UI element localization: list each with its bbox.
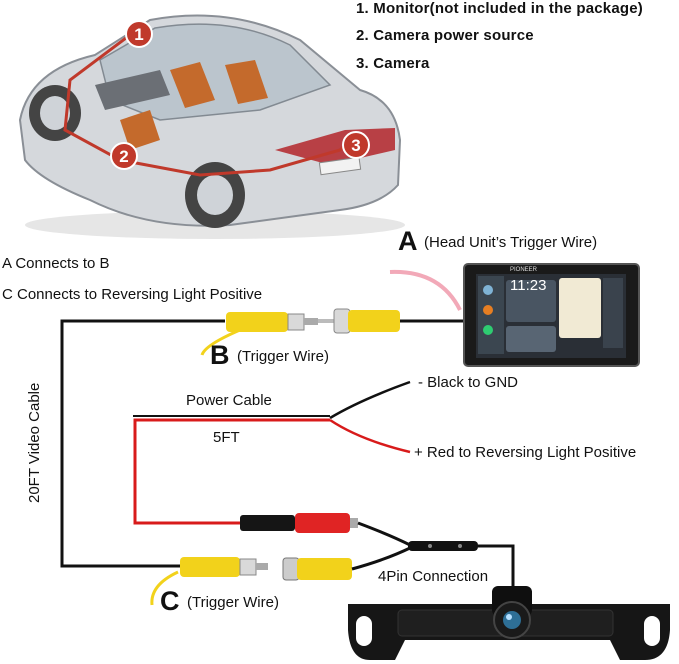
monitor-brand: PIONEER [510, 267, 538, 273]
four-pin-label: 4Pin Connection [378, 568, 489, 585]
camera-bracket [348, 586, 670, 660]
power-length-label: 5FT [213, 429, 240, 446]
black-gnd-label: - Black to GND [418, 374, 519, 391]
trigger-wire-a [389, 269, 462, 311]
svg-text:3: 3 [351, 136, 360, 155]
point-a-desc: (Head Unit’s Trigger Wire) [424, 234, 598, 251]
trigger-wire-b [200, 328, 241, 356]
svg-text:1: 1 [134, 25, 143, 44]
note-a-to-b: A Connects to B [2, 255, 110, 272]
legend-power-source: 2. Camera power source [356, 27, 534, 44]
legend-monitor: 1. Monitor(not included in the package) [356, 0, 643, 17]
red-reverse-label: + Red to Reversing Light Positive [414, 444, 637, 461]
monitor-time: 11:23 [510, 277, 546, 294]
car-marker-1: 1 [125, 20, 153, 48]
point-c-letter: C [160, 586, 180, 616]
power-cable-red [133, 418, 330, 525]
trigger-wire-c [150, 570, 179, 606]
point-b-letter: B [210, 340, 230, 370]
car-illustration [18, 14, 405, 239]
point-c-desc: (Trigger Wire) [187, 594, 279, 611]
video-cable-label: 20FT Video Cable [26, 382, 43, 503]
point-b-desc: (Trigger Wire) [237, 348, 329, 365]
car-marker-3: 3 [342, 131, 370, 159]
note-c-to-reverse: C Connects to Reversing Light Positive [2, 286, 263, 303]
car-marker-2: 2 [110, 142, 138, 170]
svg-text:2: 2 [119, 147, 128, 166]
legend-camera: 3. Camera [356, 55, 430, 72]
monitor-unit [463, 263, 640, 367]
point-a-letter: A [398, 226, 418, 256]
power-cable-label: Power Cable [186, 392, 272, 409]
video-cable [60, 319, 225, 568]
car-wire-route [63, 33, 357, 177]
